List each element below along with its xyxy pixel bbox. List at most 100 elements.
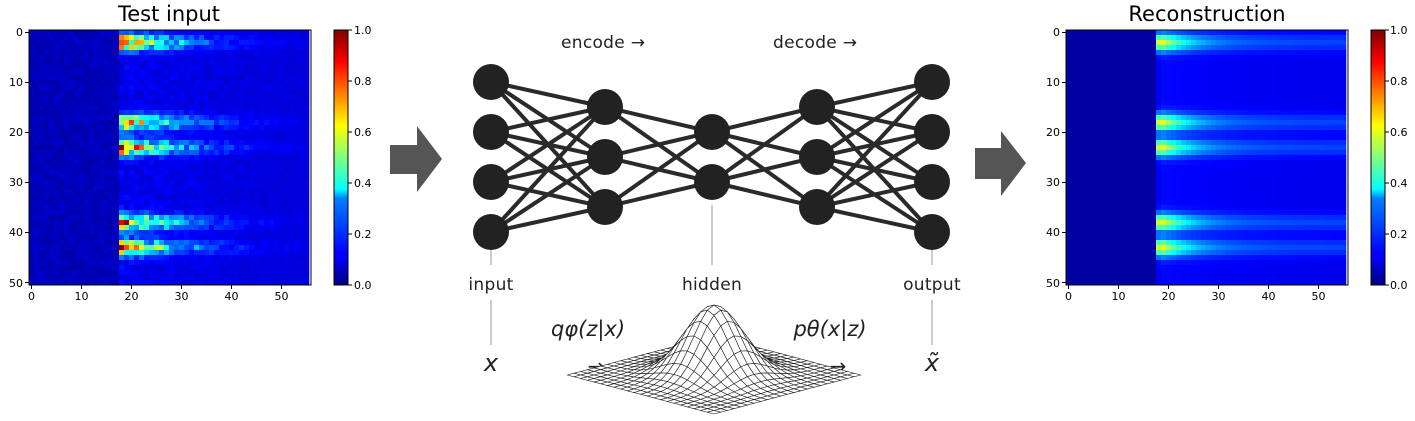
heatmap-cell — [119, 245, 125, 251]
heatmap-cell — [1206, 50, 1212, 56]
heatmap-cell — [164, 75, 170, 81]
heatmap-cell — [1136, 100, 1142, 106]
heatmap-cell — [219, 270, 225, 276]
heatmap-cell — [109, 195, 115, 201]
heatmap-cell — [1341, 155, 1347, 161]
heatmap-cell — [104, 165, 110, 171]
heatmap-cell — [1141, 100, 1147, 106]
heatmap-cell — [239, 230, 245, 236]
heatmap-cell — [254, 75, 260, 81]
heatmap-cell — [1101, 145, 1107, 151]
heatmap-cell — [189, 185, 195, 191]
heatmap-cell — [1341, 35, 1347, 41]
heatmap-cell — [149, 280, 155, 286]
heatmap-cell — [1286, 80, 1292, 86]
heatmap-cell — [1136, 140, 1142, 146]
heatmap-cell — [84, 250, 90, 256]
heatmap-cell — [1311, 45, 1317, 51]
heatmap-cell — [1126, 135, 1132, 141]
heatmap-cell — [1266, 110, 1272, 116]
heatmap-cell — [1161, 45, 1167, 51]
heatmap-cell — [289, 205, 295, 211]
heatmap-cell — [1101, 40, 1107, 46]
heatmap-cell — [229, 145, 235, 151]
heatmap-cell — [124, 240, 130, 246]
heatmap-cell — [224, 160, 230, 166]
heatmap-cell — [189, 100, 195, 106]
heatmap-cell — [139, 255, 145, 261]
heatmap-cell — [1081, 145, 1087, 151]
heatmap-cell — [1106, 145, 1112, 151]
heatmap-cell — [304, 240, 310, 246]
heatmap-cell — [1201, 75, 1207, 81]
heatmap-cell — [1311, 80, 1317, 86]
heatmap-cell — [1221, 120, 1227, 126]
heatmap-cell — [79, 165, 85, 171]
network-node — [587, 139, 623, 175]
heatmap-cell — [214, 140, 220, 146]
heatmap-cell — [124, 275, 130, 281]
heatmap-cell — [169, 250, 175, 256]
heatmap-cell — [1186, 90, 1192, 96]
heatmap-cell — [1226, 155, 1232, 161]
heatmap-cell — [1196, 30, 1202, 36]
heatmap-cell — [1156, 75, 1162, 81]
network-edge — [816, 180, 933, 209]
heatmap-cell — [159, 250, 165, 256]
heatmap-cell — [54, 280, 60, 286]
heatmap-cell — [69, 210, 75, 216]
heatmap-cell — [199, 180, 205, 186]
heatmap-cell — [1196, 60, 1202, 66]
heatmap-cell — [1196, 65, 1202, 71]
heatmap-cell — [154, 50, 160, 56]
heatmap-cell — [1116, 125, 1122, 131]
heatmap-cell — [1206, 40, 1212, 46]
heatmap-cell — [249, 55, 255, 61]
heatmap-cell — [1306, 95, 1312, 101]
heatmap-cell — [304, 170, 310, 176]
heatmap-cell — [1221, 65, 1227, 71]
heatmap-cell — [54, 185, 60, 191]
heatmap-cell — [269, 165, 275, 171]
heatmap-cell — [239, 40, 245, 46]
heatmap-cell — [1086, 95, 1092, 101]
heatmap-cell — [1291, 115, 1297, 121]
heatmap-cell — [1316, 90, 1322, 96]
heatmap-cell — [164, 185, 170, 191]
heatmap-cell — [174, 215, 180, 221]
heatmap-cell — [279, 150, 285, 156]
heatmap-cell — [1316, 125, 1322, 131]
heatmap-cell — [279, 90, 285, 96]
heatmap-cell — [254, 30, 260, 36]
heatmap-cell — [1136, 65, 1142, 71]
heatmap-cell — [199, 130, 205, 136]
heatmap-cell — [114, 220, 120, 226]
heatmap-cell — [1101, 60, 1107, 66]
heatmap-cell — [119, 225, 125, 231]
heatmap-cell — [259, 120, 265, 126]
heatmap-cell — [1086, 135, 1092, 141]
heatmap-cell — [84, 160, 90, 166]
heatmap-cell — [174, 115, 180, 121]
heatmap-cell — [129, 270, 135, 276]
heatmap-cell — [29, 175, 35, 181]
heatmap-cell — [64, 35, 70, 41]
heatmap-cell — [1276, 95, 1282, 101]
heatmap-cell — [1216, 95, 1222, 101]
heatmap-cell — [1086, 70, 1092, 76]
heatmap-cell — [99, 255, 105, 261]
heatmap-cell — [124, 135, 130, 141]
heatmap-cell — [109, 145, 115, 151]
heatmap-cell — [1126, 55, 1132, 61]
heatmap-cell — [64, 245, 70, 251]
heatmap-cell — [1131, 125, 1137, 131]
heatmap-cell — [289, 175, 295, 181]
heatmap-cell — [1321, 160, 1327, 166]
heatmap-cell — [114, 215, 120, 221]
heatmap-cell — [149, 80, 155, 86]
heatmap-cell — [179, 280, 185, 286]
heatmap-cell — [1196, 160, 1202, 166]
heatmap-cell — [184, 30, 190, 36]
heatmap-cell — [214, 240, 220, 246]
heatmap-cell — [94, 45, 100, 51]
